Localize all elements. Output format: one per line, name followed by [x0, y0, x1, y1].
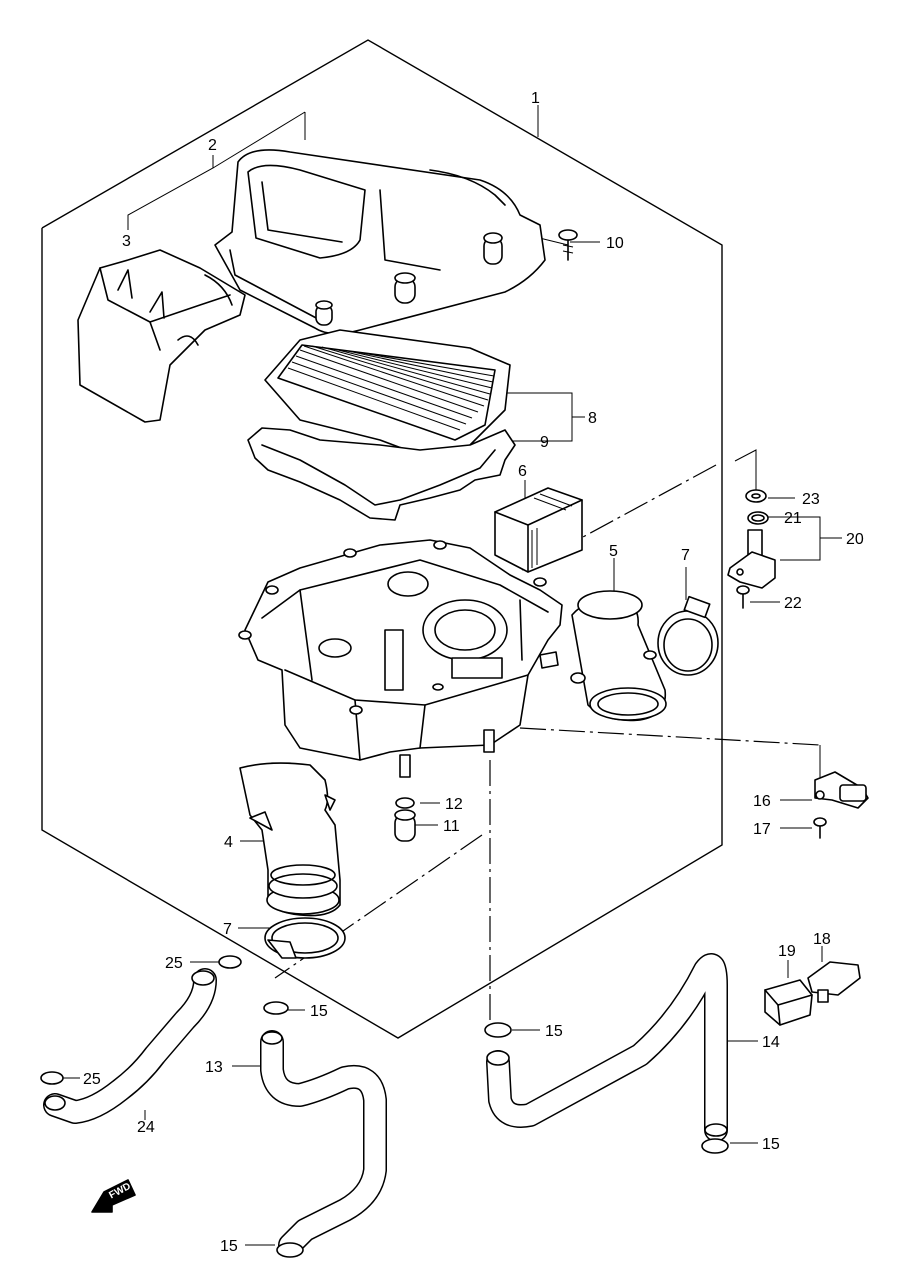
callout-25-b: 25: [83, 1071, 101, 1088]
connector-part-19: [764, 979, 813, 1026]
callout-21: 21: [784, 510, 802, 527]
callout-6: 6: [518, 463, 527, 480]
callout-15-b: 15: [545, 1023, 563, 1040]
screw-part-10: [558, 229, 578, 261]
callout-1: 1: [531, 90, 540, 107]
callout-15-d: 15: [220, 1238, 238, 1255]
filter-seal: [247, 427, 516, 521]
callout-5: 5: [609, 543, 618, 560]
hose-clamp-lower: [264, 917, 346, 959]
outlet-duct-part-4: [239, 762, 341, 917]
air-cleaner-cap: [214, 149, 546, 335]
sensor-assembly-part-20: [727, 489, 776, 609]
callout-20: 20: [846, 531, 864, 548]
intake-tube: [570, 590, 667, 722]
intake-duct: [77, 249, 246, 423]
foam-block: [494, 487, 583, 573]
callout-3: 3: [122, 233, 131, 250]
callout-7-upper: 7: [681, 547, 690, 564]
callout-18: 18: [813, 931, 831, 948]
callout-7-lower: 7: [223, 921, 232, 938]
hose-clips: [40, 955, 729, 1258]
sensor-part-16: [813, 771, 869, 839]
callout-8: 8: [588, 410, 597, 427]
callout-15-c: 15: [762, 1136, 780, 1153]
callout-14: 14: [762, 1034, 780, 1051]
callout-23: 23: [802, 491, 820, 508]
assembly-outline: [41, 39, 723, 1039]
sensor-part-18: [807, 961, 861, 1003]
callout-13: 13: [205, 1059, 223, 1076]
callout-17: 17: [753, 821, 771, 838]
callout-12: 12: [445, 796, 463, 813]
callout-2: 2: [208, 137, 217, 154]
hose-part-13: [260, 1030, 387, 1257]
callout-24: 24: [137, 1119, 155, 1136]
callout-15-a: 15: [310, 1003, 328, 1020]
hose-part-14: [486, 953, 728, 1142]
callout-11: 11: [443, 818, 460, 835]
forward-arrow-icon: FWD: [91, 1179, 136, 1213]
cap-parts-11-12: [394, 797, 416, 842]
callout-9: 9: [540, 434, 549, 451]
callout-25-a: 25: [165, 955, 183, 972]
callout-10: 10: [606, 235, 624, 252]
hose-part-24: [43, 968, 217, 1124]
hose-clamp-upper: [657, 595, 719, 676]
air-cleaner-case: [238, 539, 563, 778]
callout-22: 22: [784, 595, 802, 612]
air-filter-element: [264, 329, 511, 456]
callout-16: 16: [753, 793, 771, 810]
callout-19: 19: [778, 943, 796, 960]
callout-4: 4: [224, 834, 233, 851]
callouts: 1 2 3 4 5 6 7 7 8 9 10 11 12 13 14 15 15…: [83, 90, 864, 1255]
